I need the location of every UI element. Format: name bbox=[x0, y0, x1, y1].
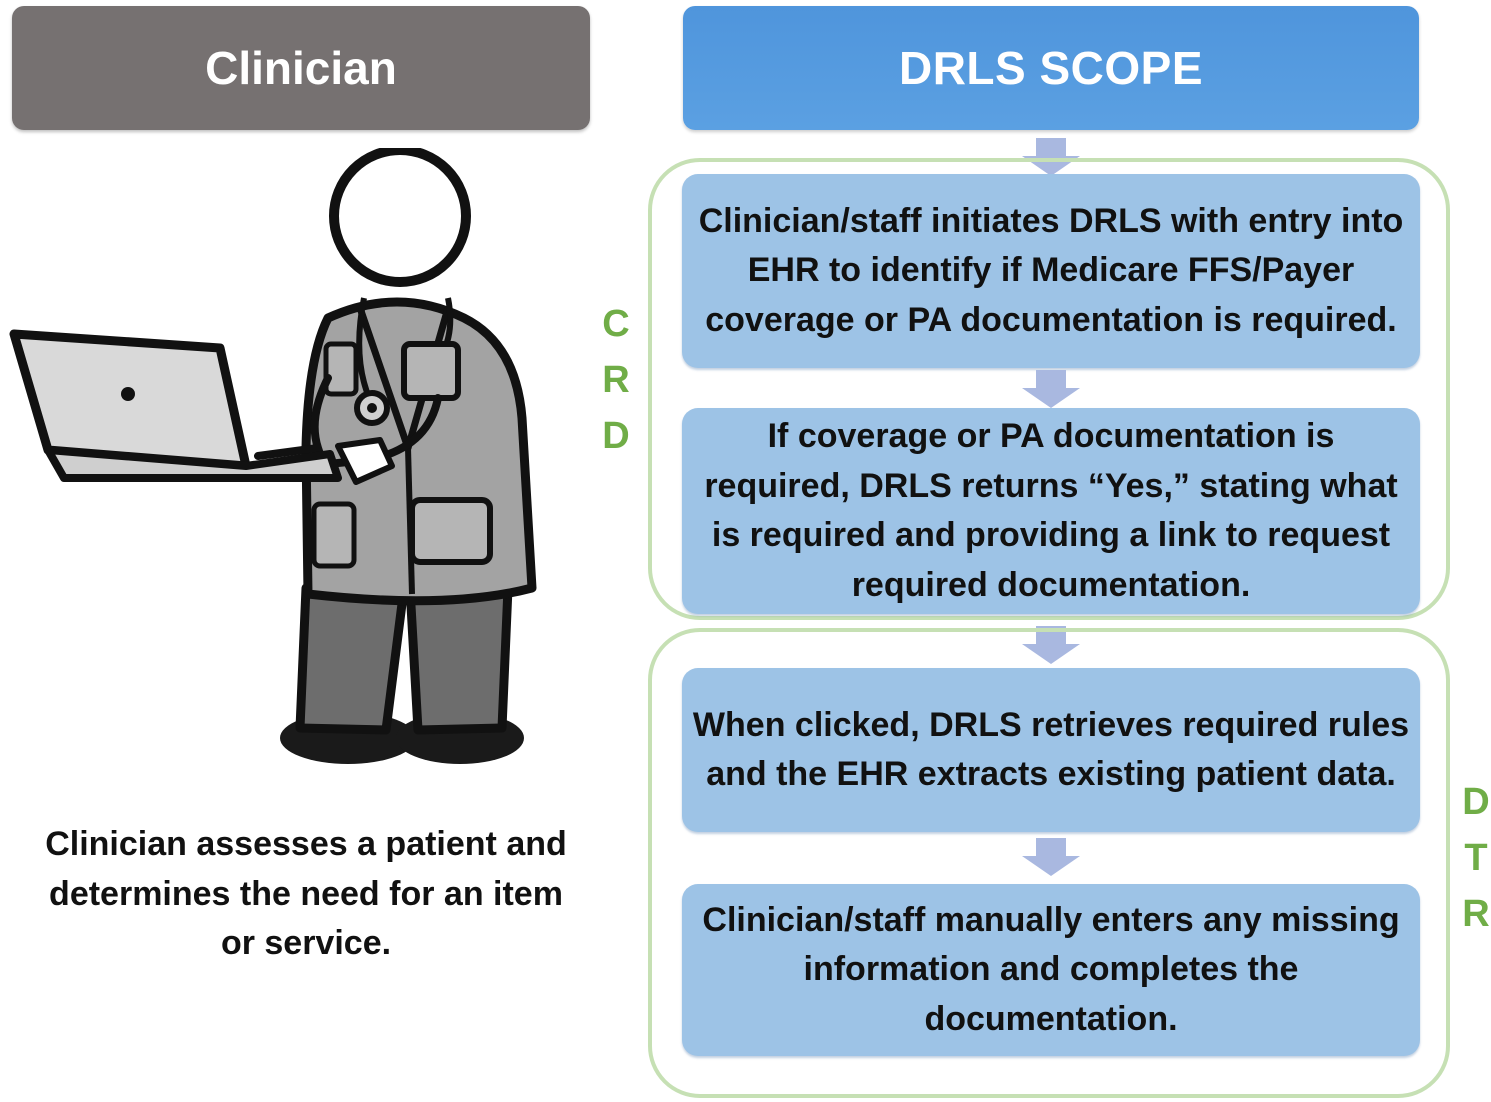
dtr-group-label: D T R bbox=[1456, 774, 1491, 942]
step-box: When clicked, DRLS retrieves required ru… bbox=[682, 668, 1420, 832]
down-arrow-icon bbox=[1022, 370, 1080, 408]
group-letter: T bbox=[1464, 837, 1488, 879]
group-letter: D bbox=[1462, 781, 1490, 823]
crd-group-label: C R D bbox=[596, 296, 636, 464]
clinician-header: Clinician bbox=[12, 6, 590, 130]
step-text: If coverage or PA documentation is requi… bbox=[704, 417, 1398, 604]
dtr-group-frame bbox=[648, 628, 1450, 1098]
group-letter: D bbox=[602, 415, 630, 457]
step-text: Clinician/staff initiates DRLS with entr… bbox=[698, 201, 1404, 339]
down-arrow-icon bbox=[1022, 138, 1080, 176]
group-letter: C bbox=[602, 303, 630, 345]
step-box: If coverage or PA documentation is requi… bbox=[682, 408, 1420, 614]
down-arrow-icon bbox=[1022, 626, 1080, 664]
drls-scope-header: DRLS SCOPE bbox=[683, 6, 1419, 130]
clinician-caption: Clinician assesses a patient and determi… bbox=[45, 825, 567, 962]
crd-group-frame bbox=[648, 158, 1450, 620]
down-arrow-icon bbox=[1022, 838, 1080, 876]
step-text: Clinician/staff manually enters any miss… bbox=[702, 900, 1400, 1038]
step-text: When clicked, DRLS retrieves required ru… bbox=[692, 705, 1410, 794]
step-box: Clinician/staff initiates DRLS with entr… bbox=[682, 174, 1420, 368]
clinician-with-laptop-illustration bbox=[9, 148, 537, 764]
group-letter: R bbox=[602, 359, 630, 401]
group-letter: R bbox=[1462, 893, 1490, 935]
step-box: Clinician/staff manually enters any miss… bbox=[682, 884, 1420, 1056]
